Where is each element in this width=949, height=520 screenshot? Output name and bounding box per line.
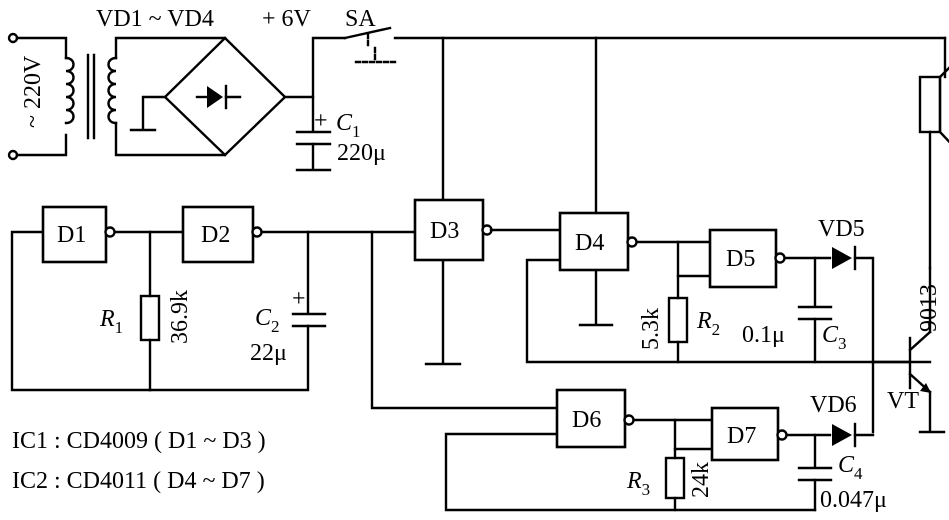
r2-value: 5.3k bbox=[638, 308, 664, 350]
c1-polarity: + bbox=[314, 108, 328, 134]
c4-label: C4 bbox=[838, 452, 863, 483]
gate-d3 bbox=[413, 198, 493, 366]
gate-d2 bbox=[181, 205, 263, 264]
rectifier-label: VD1 ~ VD4 bbox=[96, 6, 214, 32]
transistor-vt bbox=[871, 266, 946, 434]
wire-d2-d6 bbox=[370, 230, 559, 410]
ic1-note: IC1 : CD4009 ( D1 ~ D3 ) bbox=[12, 428, 266, 454]
gate-d2-label: D2 bbox=[201, 222, 230, 248]
rail-voltage-label: + 6V bbox=[262, 6, 312, 32]
gate-d7-label: D7 bbox=[727, 423, 756, 449]
vd6-label: VD6 bbox=[810, 392, 857, 418]
vd5-label: VD5 bbox=[818, 216, 865, 242]
transistor-type-label: 9013 bbox=[916, 284, 942, 332]
gate-d7 bbox=[710, 406, 788, 462]
gate-d4 bbox=[558, 211, 638, 272]
c3-label: C3 bbox=[822, 322, 847, 353]
r3-value: 24k bbox=[688, 462, 714, 498]
gate-d1-label: D1 bbox=[57, 222, 86, 248]
gate-d5-label: D5 bbox=[726, 246, 755, 272]
switch-sa[interactable] bbox=[343, 26, 947, 64]
mains-voltage-label: ~ 220V bbox=[20, 55, 46, 128]
transformer bbox=[64, 36, 227, 157]
r2-label: R2 bbox=[696, 308, 720, 339]
c2-value: 22μ bbox=[250, 340, 287, 366]
c2-polarity: + bbox=[292, 286, 306, 312]
transistor-name-label: VT bbox=[887, 388, 919, 414]
tone-oscillator-1 bbox=[525, 240, 932, 364]
gate-d1 bbox=[41, 205, 116, 264]
c1-value: 220μ bbox=[337, 140, 386, 166]
labels: ~ 220V VD1 ~ VD4 + 6V SA + C1 220μ D1 D2… bbox=[12, 6, 942, 513]
c2-label: C2 bbox=[255, 305, 280, 336]
r3-label: R3 bbox=[626, 468, 650, 499]
r1-label: R1 bbox=[99, 306, 123, 337]
capacitor-c1 bbox=[295, 95, 332, 172]
c1-label: C1 bbox=[336, 110, 361, 141]
switch-label: SA bbox=[345, 6, 376, 32]
bridge-rectifier bbox=[129, 36, 347, 157]
gate-d5 bbox=[708, 228, 786, 289]
low-frequency-oscillator bbox=[10, 230, 417, 392]
speaker bbox=[918, 36, 949, 270]
gate-d6-label: D6 bbox=[572, 407, 601, 433]
gate-d3-label: D3 bbox=[430, 218, 459, 244]
c4-value: 0.047μ bbox=[820, 487, 887, 513]
diode-vd6 bbox=[832, 422, 875, 448]
mains-input bbox=[7, 32, 68, 161]
gate-d4-label: D4 bbox=[575, 230, 604, 256]
tone-oscillator-2 bbox=[444, 418, 833, 512]
gate-d6 bbox=[555, 388, 635, 449]
ic2-note: IC2 : CD4011 ( D4 ~ D7 ) bbox=[12, 468, 265, 494]
diode-vd5 bbox=[832, 245, 875, 434]
c3-value: 0.1μ bbox=[742, 322, 785, 348]
r1-value: 36.9k bbox=[167, 290, 193, 344]
